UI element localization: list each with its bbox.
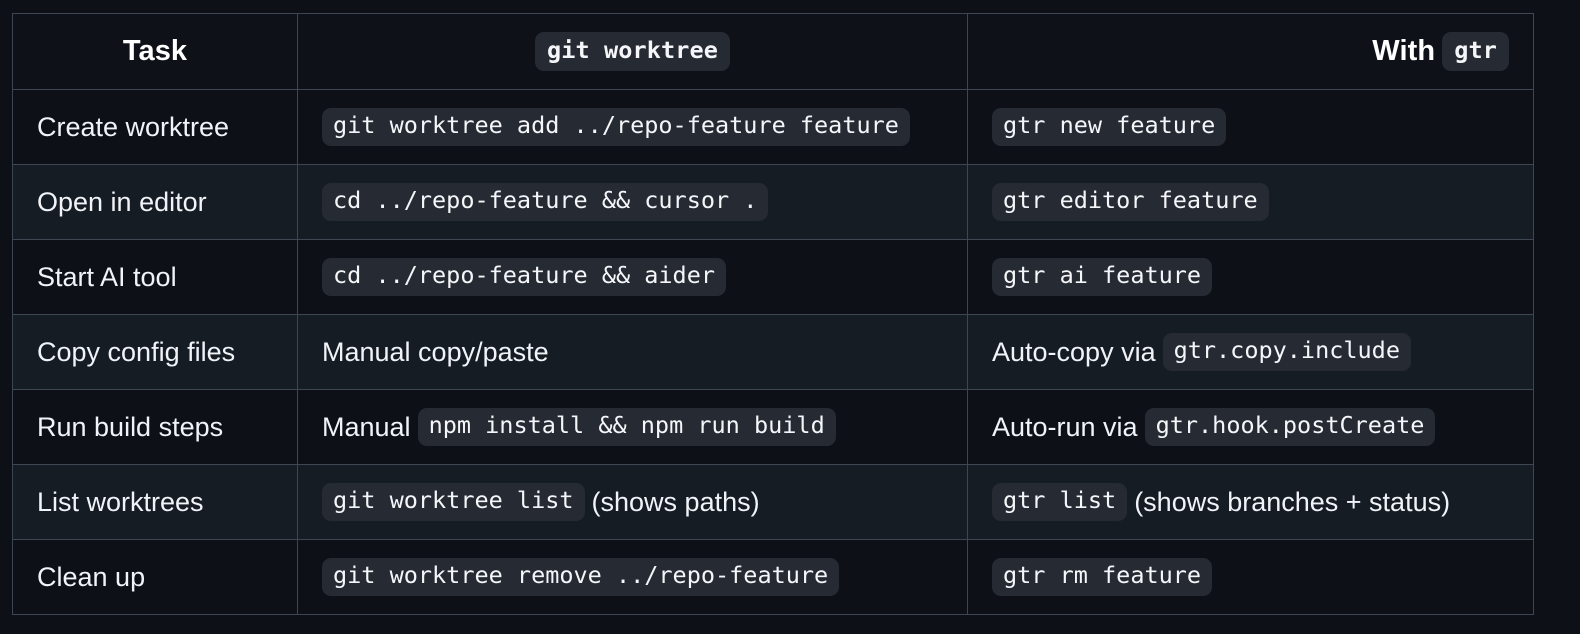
git-command-code: cd ../repo-feature && cursor . (322, 183, 769, 221)
column-header-git-worktree-code: git worktree (535, 31, 730, 72)
gtr-command-code: gtr rm feature (992, 558, 1213, 596)
row-task-label: Start AI tool (12, 239, 298, 315)
row-git-cell: git worktree list(shows paths) (297, 464, 968, 540)
row-git-cell: cd ../repo-feature && aider (297, 239, 968, 315)
gtr-cell-note: (shows branches + status) (1134, 486, 1451, 517)
git-command-code: git worktree add ../repo-feature feature (322, 108, 910, 146)
gtr-command-code: gtr new feature (992, 108, 1227, 146)
table-row: Create worktree git worktree add ../repo… (12, 89, 1534, 165)
gtr-config-code: gtr.hook.postCreate (1144, 408, 1436, 446)
row-git-cell: git worktree remove ../repo-feature (297, 539, 968, 615)
gtr-command-code: gtr editor feature (992, 183, 1269, 221)
table-row: Clean up git worktree remove ../repo-fea… (12, 539, 1534, 615)
row-gtr-cell: gtr editor feature (967, 164, 1534, 240)
git-command-code: cd ../repo-feature && aider (322, 258, 727, 296)
row-gtr-cell: gtr rm feature (967, 539, 1534, 615)
gtr-config-code: gtr.copy.include (1162, 333, 1411, 371)
row-git-cell: Manual copy/paste (297, 314, 968, 390)
table-row: Copy config files Manual copy/paste Auto… (12, 314, 1534, 390)
git-command-code: npm install && npm run build (417, 408, 836, 446)
table-row: List worktrees git worktree list(shows p… (12, 464, 1534, 540)
row-task-label: Clean up (12, 539, 298, 615)
git-cell-text: Manual (322, 411, 411, 442)
row-task-label: List worktrees (12, 464, 298, 540)
table-row: Start AI tool cd ../repo-feature && aide… (12, 239, 1534, 315)
column-header-with-gtr-code: gtr (1442, 31, 1509, 72)
git-command-code: git worktree list (322, 483, 585, 521)
git-cell-text: Manual copy/paste (322, 337, 549, 368)
gtr-cell-text: Auto-copy via (992, 336, 1156, 367)
git-command-code: git worktree remove ../repo-feature (322, 558, 840, 596)
column-header-git-worktree: git worktree (297, 13, 968, 90)
row-gtr-cell: gtr ai feature (967, 239, 1534, 315)
row-task-label: Open in editor (12, 164, 298, 240)
row-git-cell: cd ../repo-feature && cursor . (297, 164, 968, 240)
row-gtr-cell: gtr list(shows branches + status) (967, 464, 1534, 540)
gtr-command-code: gtr ai feature (992, 258, 1213, 296)
table-body: Create worktree git worktree add ../repo… (12, 89, 1534, 615)
column-header-with-gtr-label: With (1372, 35, 1436, 67)
row-task-label: Create worktree (12, 89, 298, 165)
row-task-label: Copy config files (12, 314, 298, 390)
row-gtr-cell: gtr new feature (967, 89, 1534, 165)
row-git-cell: git worktree add ../repo-feature feature (297, 89, 968, 165)
column-header-task-label: Task (122, 35, 188, 67)
row-task-label: Run build steps (12, 389, 298, 465)
gtr-cell-text: Auto-run via (992, 411, 1138, 442)
git-cell-note: (shows paths) (591, 486, 760, 517)
column-header-task: Task (12, 13, 298, 90)
gtr-command-code: gtr list (992, 483, 1128, 521)
table-row: Open in editor cd ../repo-feature && cur… (12, 164, 1534, 240)
